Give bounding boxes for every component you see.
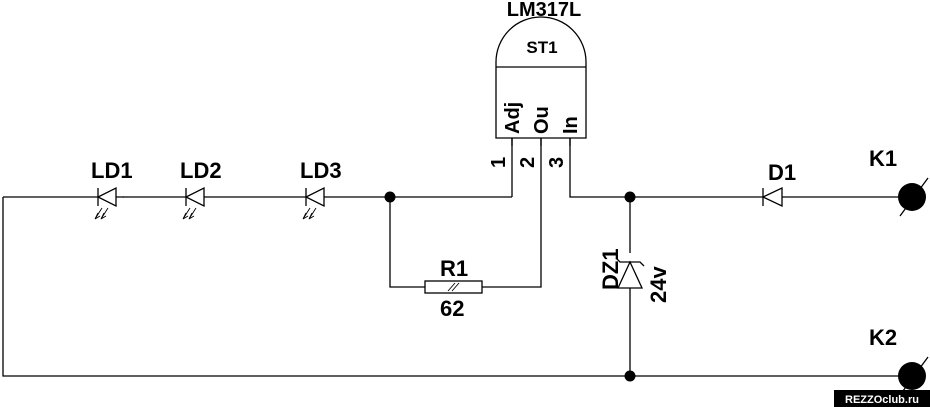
watermark-text: REZZOclub.ru [845, 394, 919, 406]
zener-dz1 [615, 257, 645, 289]
zener-triangle-icon [616, 260, 644, 289]
pin-number-1: 1 [488, 157, 510, 168]
resistor-ref-label: R1 [440, 256, 468, 281]
led-label-ld1: LD1 [91, 158, 133, 183]
pin-name-ou: Ou [531, 106, 553, 134]
led-ld1 [90, 186, 124, 220]
regulator-ref-label: ST1 [526, 38, 557, 57]
connector-label-k1: K1 [869, 146, 897, 171]
diode-ref-label: D1 [768, 160, 796, 185]
light-emission-icon [182, 207, 197, 220]
junctions [384, 191, 636, 382]
pin-number-3: 3 [546, 157, 568, 168]
left-rail-wire [2, 197, 898, 377]
light-emission-icon [302, 207, 317, 220]
junction-dot [624, 191, 636, 203]
pin-number-2: 2 [517, 157, 539, 168]
led-triangle-icon [304, 186, 325, 208]
connector-label-k2: K2 [869, 325, 897, 350]
diode-triangle-icon [761, 186, 783, 208]
resistor-r1 [424, 280, 483, 294]
diode-d1 [748, 186, 784, 208]
junction-dot [624, 370, 636, 382]
connector-k1 [898, 177, 929, 217]
wires [2, 138, 898, 377]
led-triangle-icon [96, 186, 117, 208]
out-pin-wire [482, 138, 542, 288]
junction-dot [384, 191, 396, 203]
regulator-st1 [495, 16, 587, 146]
zener-value-label: 24v [646, 266, 671, 303]
light-emission-icon [94, 207, 109, 220]
adj-to-r1-wire [389, 197, 425, 288]
led-label-ld2: LD2 [180, 158, 222, 183]
led-triangle-icon [184, 186, 205, 208]
led-ld3 [298, 186, 332, 220]
regulator-body [495, 16, 587, 139]
resistor-body [424, 280, 483, 294]
watermark: REZZOclub.ru [834, 390, 930, 407]
zener-ref-label: DZ1 [598, 248, 623, 290]
led-ld2 [178, 186, 212, 220]
in-pin-wire [569, 138, 898, 198]
connector-k2 [898, 356, 929, 396]
led-label-ld3: LD3 [300, 158, 342, 183]
pin-name-adj: Adj [502, 102, 524, 134]
regulator-part-label: LM317L [507, 0, 581, 21]
resistor-value-label: 62 [440, 296, 464, 321]
pin-name-in: In [560, 116, 582, 134]
